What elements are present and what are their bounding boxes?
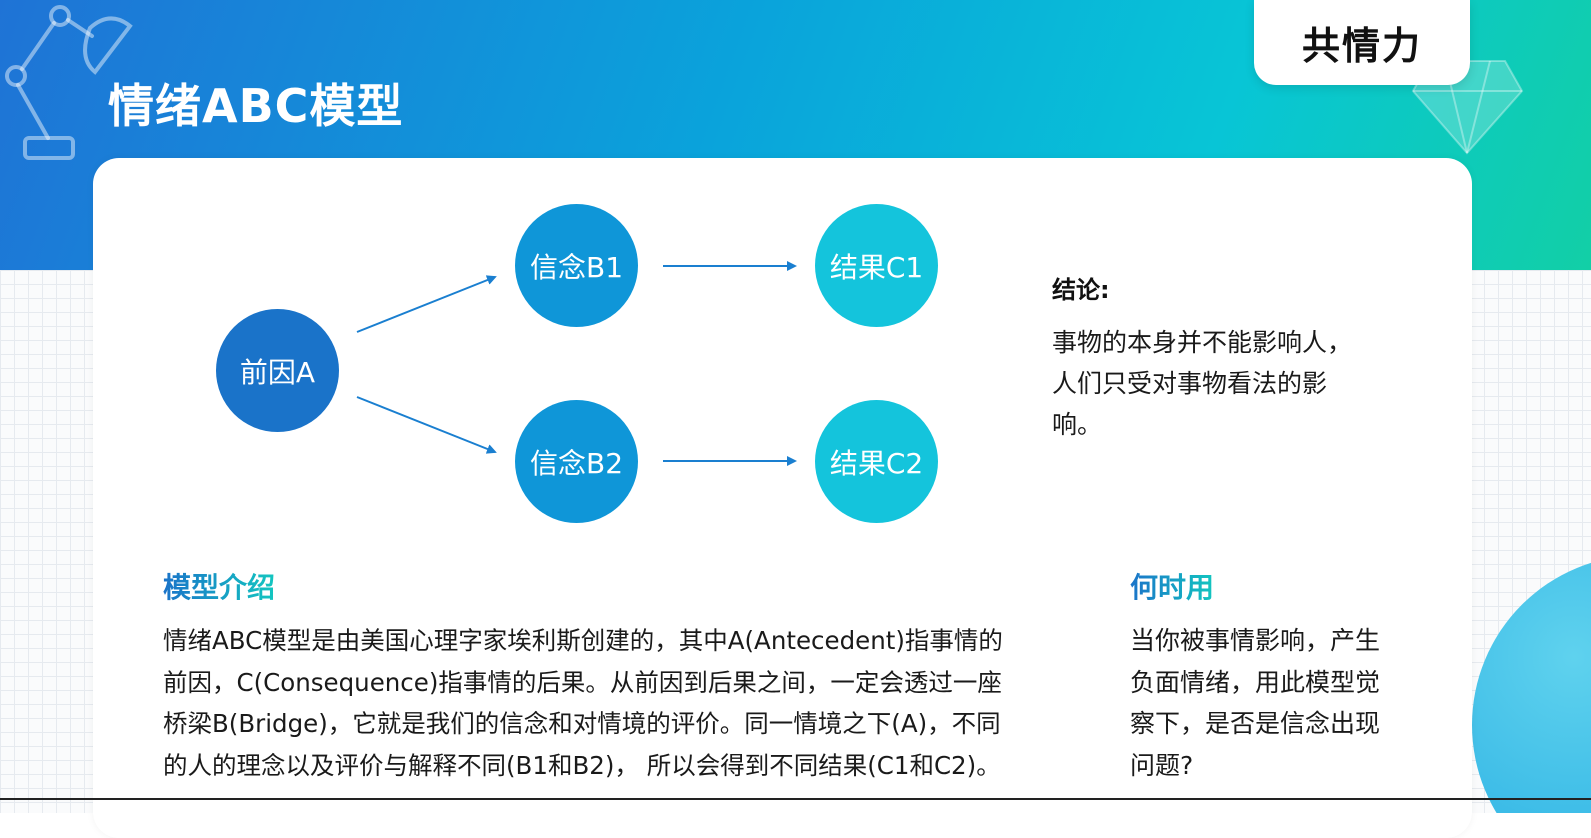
decorative-arc xyxy=(1472,555,1591,813)
arrow-a-to-b2 xyxy=(356,396,497,454)
node-consequence-c2: 结果C2 xyxy=(815,400,938,523)
intro-line: 的人的理念以及评价与解释不同(B1和B2)， 所以会得到不同结果(C1和C2)。 xyxy=(163,750,1001,780)
conclusion-title: 结论: xyxy=(1052,276,1110,304)
node-belief-b1: 信念B1 xyxy=(515,204,638,327)
conclusion-line: 响。 xyxy=(1052,410,1103,439)
when-line: 察下，是否是信念出现 xyxy=(1130,709,1381,738)
when-line: 当你被事情影响，产生 xyxy=(1130,626,1381,655)
node-c2-label: 结果C2 xyxy=(829,446,924,480)
intro-section-title: 模型介绍 xyxy=(163,566,275,606)
node-b1-label: 信念B1 xyxy=(529,250,624,284)
brand-label: 共情力 xyxy=(1301,24,1422,68)
node-consequence-c1: 结果C1 xyxy=(815,204,938,327)
conclusion-line: 事物的本身并不能影响人， xyxy=(1052,328,1353,357)
node-b2-label: 信念B2 xyxy=(529,446,624,480)
abc-diagram xyxy=(356,261,797,466)
content-card xyxy=(93,158,1472,838)
intro-line: 前因，C(Consequence)指事情的后果。从前因到后果之间，一定会透过一座 xyxy=(163,667,1002,697)
desk-lamp-icon xyxy=(5,5,133,160)
page-title: 情绪ABC模型 xyxy=(108,79,404,133)
node-a-label: 前因A xyxy=(239,355,316,389)
conclusion-line: 人们只受对事物看法的影 xyxy=(1052,369,1328,398)
brand-tab: 共情力 xyxy=(1254,0,1470,85)
when-text: 当你被事情影响，产生 负面情绪，用此模型觉 察下，是否是信念出现 问题? xyxy=(1130,620,1415,786)
bottom-rule xyxy=(0,798,1591,800)
when-line: 负面情绪，用此模型觉 xyxy=(1130,667,1381,697)
node-c1-label: 结果C1 xyxy=(829,250,924,284)
when-line: 问题? xyxy=(1130,750,1194,780)
arrow-a-to-b1 xyxy=(356,275,497,333)
when-section-title: 何时用 xyxy=(1130,566,1214,606)
node-antecedent-a: 前因A xyxy=(216,309,339,432)
intro-line: 桥梁B(Bridge)，它就是我们的信念和对情境的评价。同一情境之下(A)，不同 xyxy=(163,709,1001,738)
intro-line: 情绪ABC模型是由美国心理字家埃利斯创建的，其中A(Antecedent)指事情… xyxy=(163,626,1003,655)
conclusion-text: 事物的本身并不能影响人， 人们只受对事物看法的影 响。 xyxy=(1052,322,1382,445)
node-belief-b2: 信念B2 xyxy=(515,400,638,523)
intro-text: 情绪ABC模型是由美国心理字家埃利斯创建的，其中A(Antecedent)指事情… xyxy=(163,620,1063,786)
